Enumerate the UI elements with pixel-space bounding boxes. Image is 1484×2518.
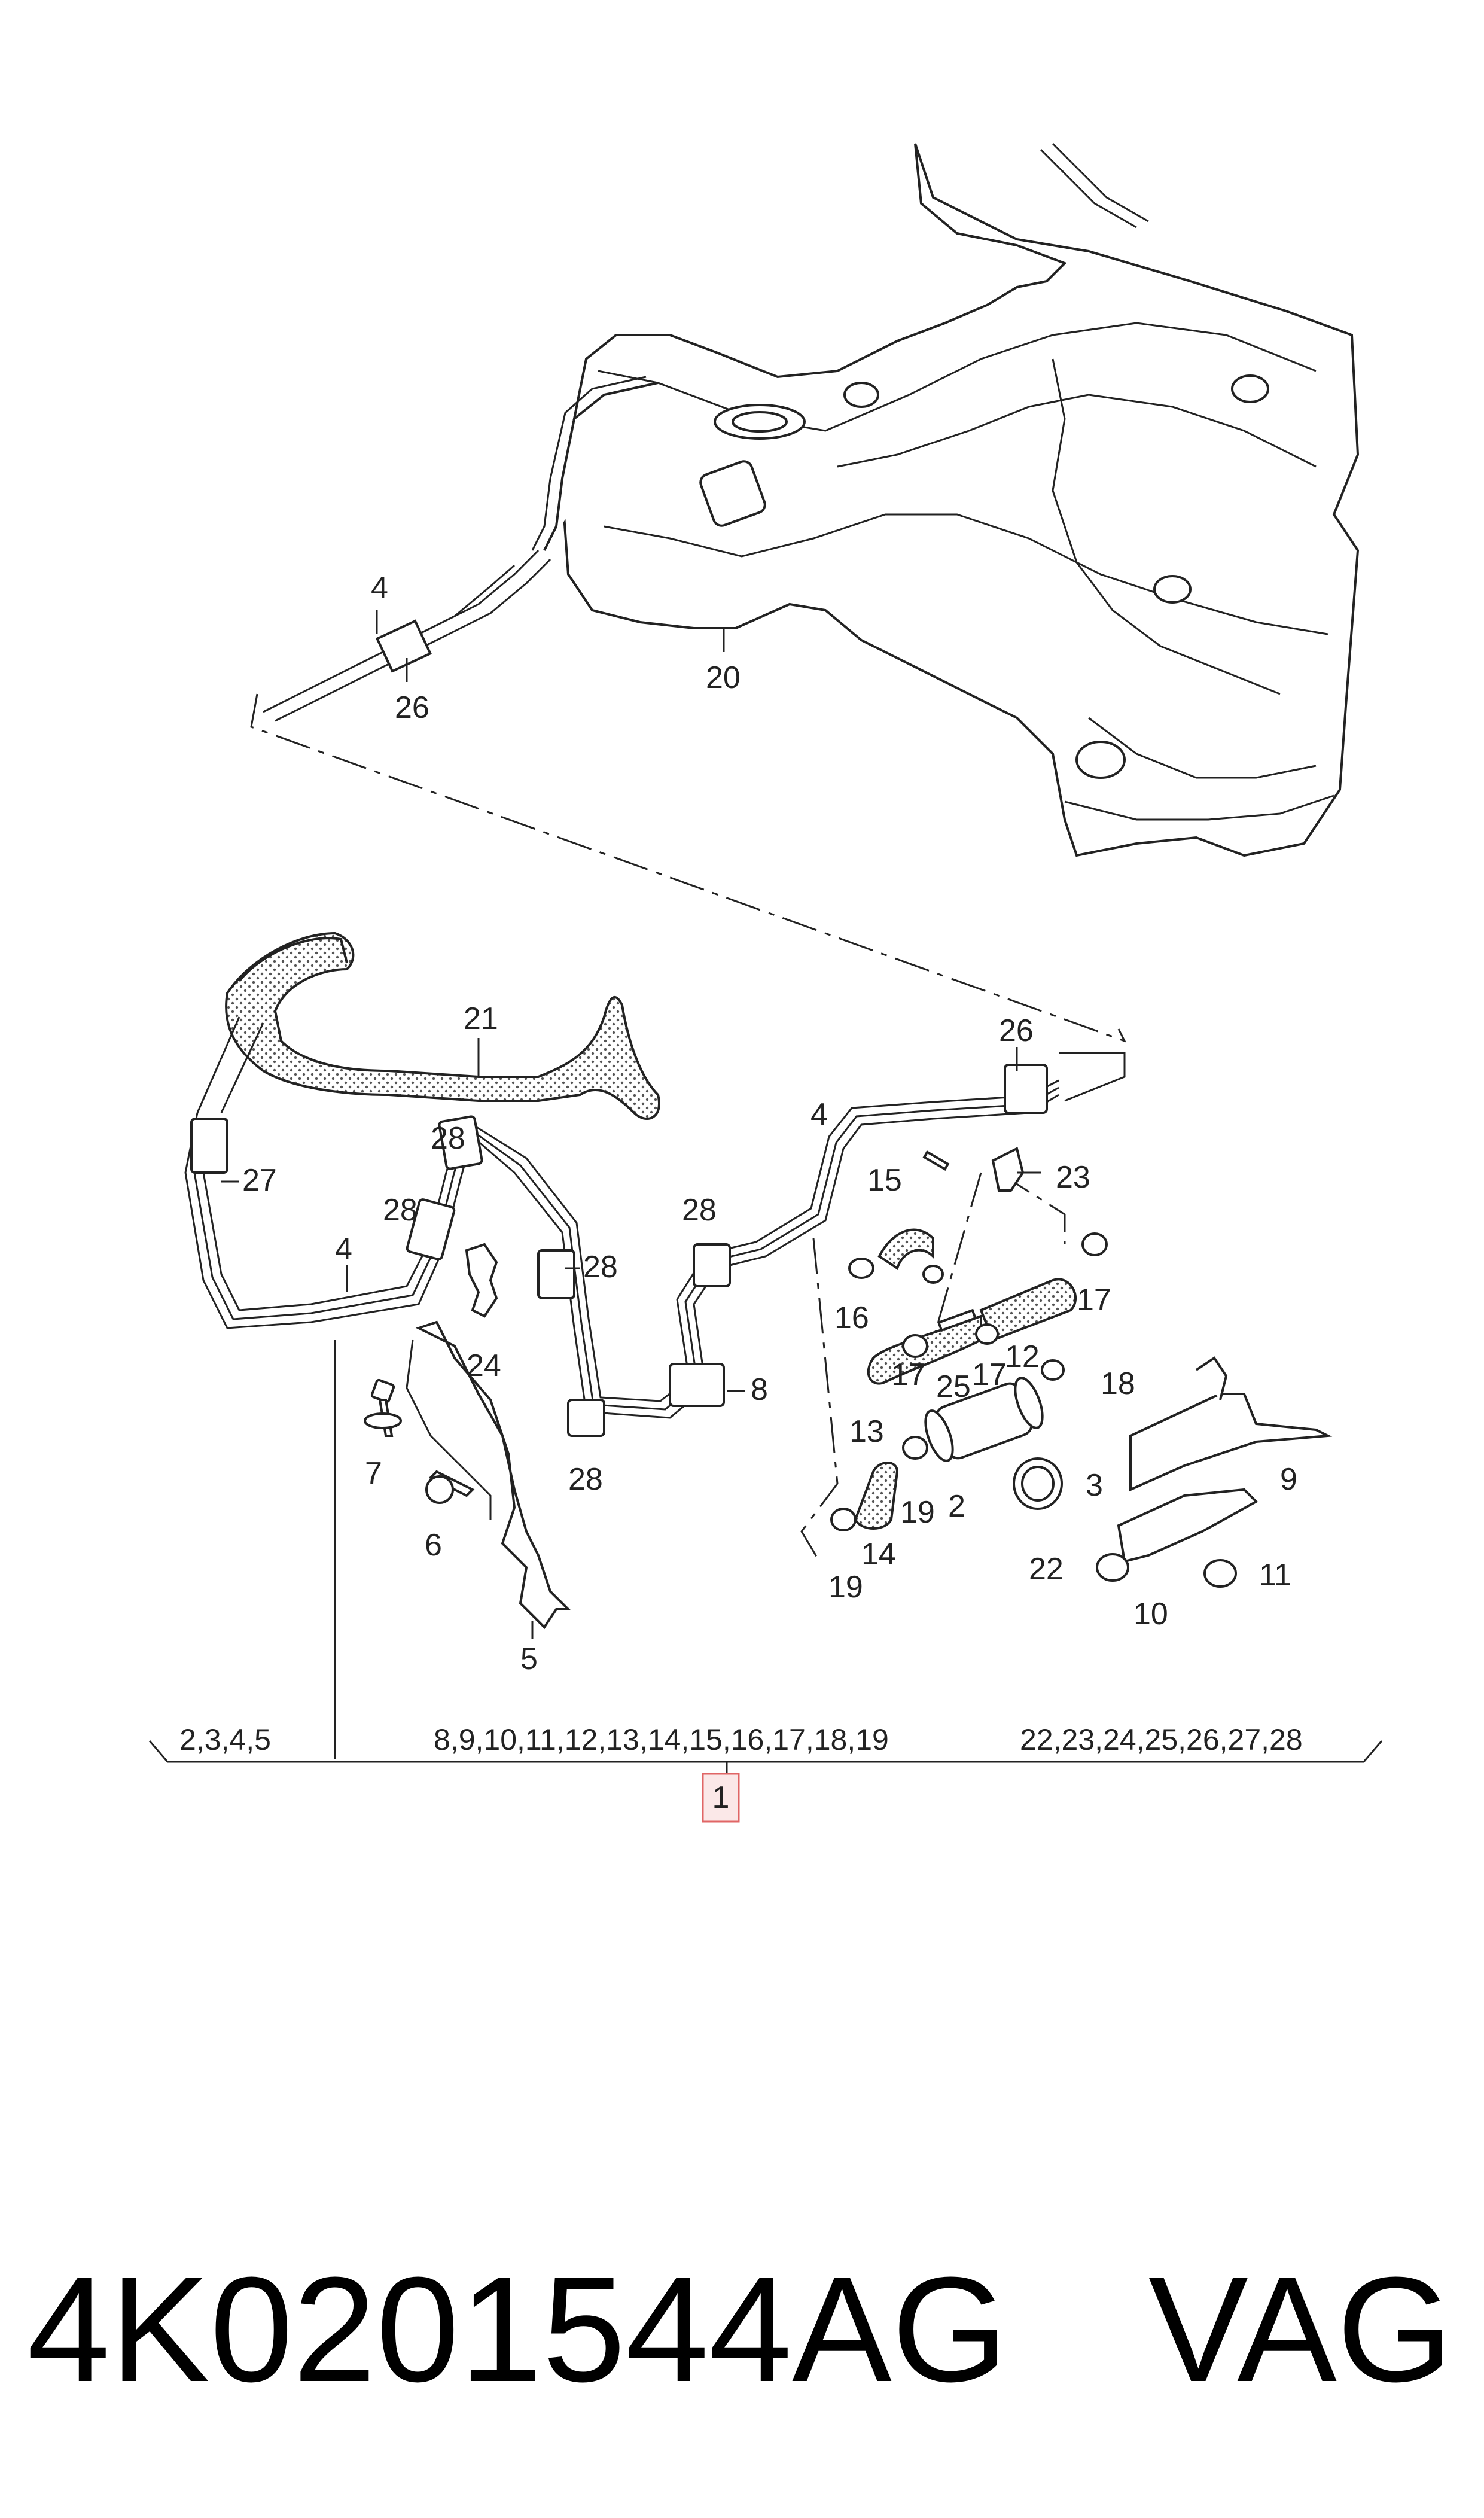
main-callout-label: 1 [712, 1780, 730, 1815]
hose-12 [979, 1278, 1077, 1342]
group-bracket: 2,3,4,5 8,9,10,11,12,13,14,15,16,17,18,1… [148, 1723, 1383, 1780]
callout-3: 3 [1086, 1468, 1103, 1503]
callout-17a: 17 [1077, 1283, 1111, 1317]
callout-labels: 4 26 20 21 26 27 28 28 4 4 28 28 24 8 28… [221, 571, 1297, 1676]
callout-15: 15 [867, 1163, 902, 1198]
shield-10 [1117, 1488, 1258, 1563]
callout-28d: 28 [583, 1250, 618, 1284]
fuel-line-4 [184, 1052, 1126, 1759]
callout-12: 12 [1005, 1339, 1040, 1374]
callout-4a: 4 [371, 571, 388, 605]
fuel-tank [531, 142, 1360, 857]
callout-26b: 26 [999, 1013, 1034, 1048]
callout-28e: 28 [568, 1462, 603, 1497]
callout-10: 10 [1133, 1597, 1168, 1631]
callout-20: 20 [706, 660, 741, 695]
callout-8: 8 [751, 1372, 768, 1407]
callout-26a: 26 [395, 690, 429, 725]
hose-15 [877, 1228, 934, 1271]
callout-4c: 4 [810, 1097, 828, 1132]
separator-lines [250, 693, 1127, 1562]
callout-2: 2 [948, 1489, 965, 1524]
brand-label: VAG [1148, 2246, 1453, 2413]
feed-lines-top [263, 549, 551, 722]
callout-23: 23 [1056, 1160, 1090, 1195]
callout-24: 24 [467, 1348, 501, 1383]
hose-21 [196, 931, 660, 1120]
callout-27: 27 [242, 1163, 277, 1198]
bolt-6 [425, 1470, 475, 1504]
callout-13: 13 [849, 1414, 884, 1449]
callout-4b: 4 [335, 1232, 352, 1266]
bolt-7 [364, 1378, 402, 1437]
part-number: 4K0201544AG [27, 2246, 1008, 2413]
callout-5: 5 [520, 1642, 538, 1676]
bracket-9 [1129, 1356, 1333, 1492]
callout-17c: 17 [891, 1357, 926, 1392]
callout-11: 11 [1259, 1558, 1291, 1593]
clamps [830, 1232, 1108, 1531]
callout-7: 7 [365, 1456, 382, 1491]
callout-28b: 28 [383, 1193, 418, 1228]
grommet-11 [1203, 1559, 1237, 1588]
callout-25: 25 [936, 1369, 971, 1404]
grommet-22 [1096, 1553, 1129, 1582]
bracket-5 [406, 1320, 571, 1630]
group-label-left: 2,3,4,5 [179, 1723, 271, 1756]
clip-24 [465, 1243, 498, 1318]
callout-28a: 28 [431, 1121, 465, 1156]
callout-6: 6 [425, 1528, 442, 1563]
callout-19b: 19 [828, 1570, 863, 1604]
clip-23 [991, 1147, 1041, 1192]
callout-16: 16 [834, 1301, 869, 1335]
callout-17b: 17 [972, 1357, 1007, 1392]
callout-28c: 28 [682, 1193, 717, 1228]
fuel-filter-2 [924, 1377, 1044, 1462]
callout-18: 18 [1101, 1366, 1135, 1401]
ring-3 [1013, 1457, 1063, 1510]
group-label-middle: 8,9,10,11,12,13,14,15,16,17,18,19 [434, 1723, 889, 1756]
group-label-right: 22,23,24,25,26,27,28 [1020, 1723, 1303, 1756]
callout-14: 14 [861, 1537, 896, 1572]
callout-22: 22 [1029, 1552, 1064, 1587]
callout-19a: 19 [900, 1495, 935, 1530]
hose-14 [854, 1462, 899, 1530]
main-callout-1: 1 [702, 1773, 740, 1823]
callout-9: 9 [1280, 1462, 1297, 1497]
callout-21: 21 [464, 1001, 498, 1036]
